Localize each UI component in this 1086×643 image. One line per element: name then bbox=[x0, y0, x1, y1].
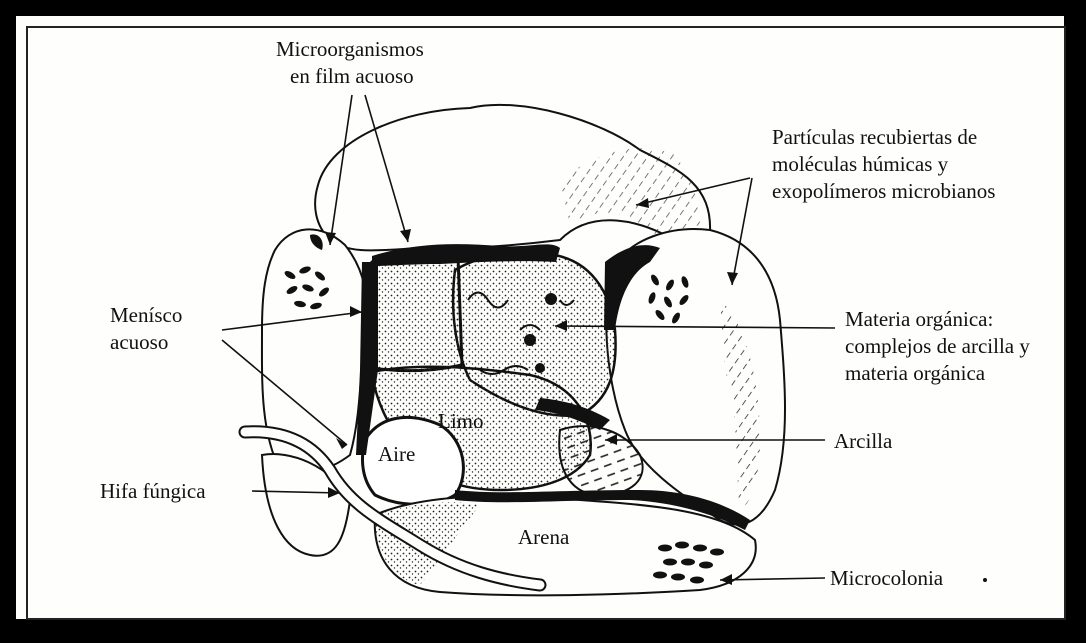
meniscus-line1: Menísco bbox=[110, 302, 182, 329]
meniscus-line2: acuoso bbox=[110, 329, 182, 356]
coated-particles-line1: Partículas recubiertas de bbox=[772, 124, 995, 151]
fungal-hypha-label: Hifa fúngica bbox=[100, 478, 206, 505]
silt-label: Limo bbox=[438, 408, 484, 435]
upper-silt-block bbox=[372, 253, 462, 371]
organic-matter-line2: complejos de arcilla y bbox=[845, 333, 1030, 360]
organic-matter-line3: materia orgánica bbox=[845, 360, 1030, 387]
microorganisms-label-line1: Microorganismos bbox=[276, 36, 424, 63]
clay-label: Arcilla bbox=[834, 428, 892, 455]
organic-matter-label: Materia orgánica: complejos de arcilla y… bbox=[845, 306, 1030, 387]
microorganisms-label-line2: en film acuoso bbox=[276, 63, 424, 90]
coated-particles-label: Partículas recubiertas de moléculas húmi… bbox=[772, 124, 995, 205]
coated-particles-line2: moléculas húmicas y bbox=[772, 151, 995, 178]
stray-dot bbox=[983, 578, 987, 582]
microcolony-label: Microcolonia bbox=[830, 565, 943, 592]
sand-label: Arena bbox=[518, 524, 569, 551]
microorganisms-label: Microorganismos en film acuoso bbox=[276, 36, 424, 90]
coated-particles-line3: exopolímeros microbianos bbox=[772, 178, 995, 205]
air-label: Aire bbox=[378, 441, 415, 468]
organic-matter-line1: Materia orgánica: bbox=[845, 306, 1030, 333]
meniscus-label: Menísco acuoso bbox=[110, 302, 182, 356]
